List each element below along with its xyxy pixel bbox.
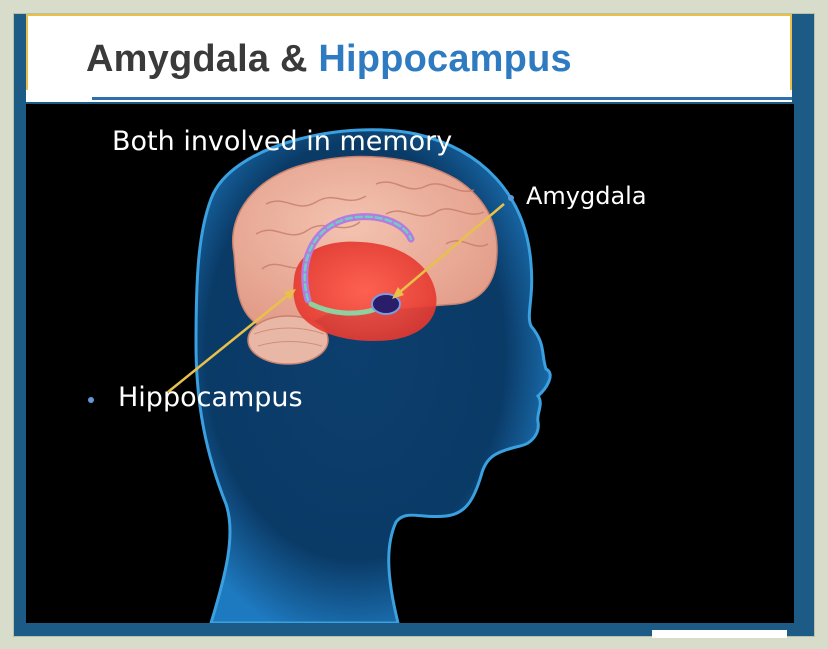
- title-accent: Hippocampus: [318, 38, 571, 80]
- amygdala-label: Amygdala: [526, 182, 647, 210]
- amygdala-bullet: [508, 195, 514, 201]
- subtitle: Both involved in memory: [112, 126, 452, 157]
- corner-bar: [652, 630, 787, 638]
- hippocampus-label: Hippocampus: [118, 382, 303, 413]
- title-main: Amygdala &: [86, 38, 318, 80]
- slide-content: Both involved in memory Amygdala Hippoca…: [26, 104, 794, 623]
- hippocampus-bullet: [88, 397, 94, 403]
- slide-title: Amygdala & Hippocampus: [86, 38, 572, 81]
- head-illustration: [26, 104, 794, 623]
- title-underline: [92, 97, 792, 100]
- title-bar-bottom: [26, 90, 792, 102]
